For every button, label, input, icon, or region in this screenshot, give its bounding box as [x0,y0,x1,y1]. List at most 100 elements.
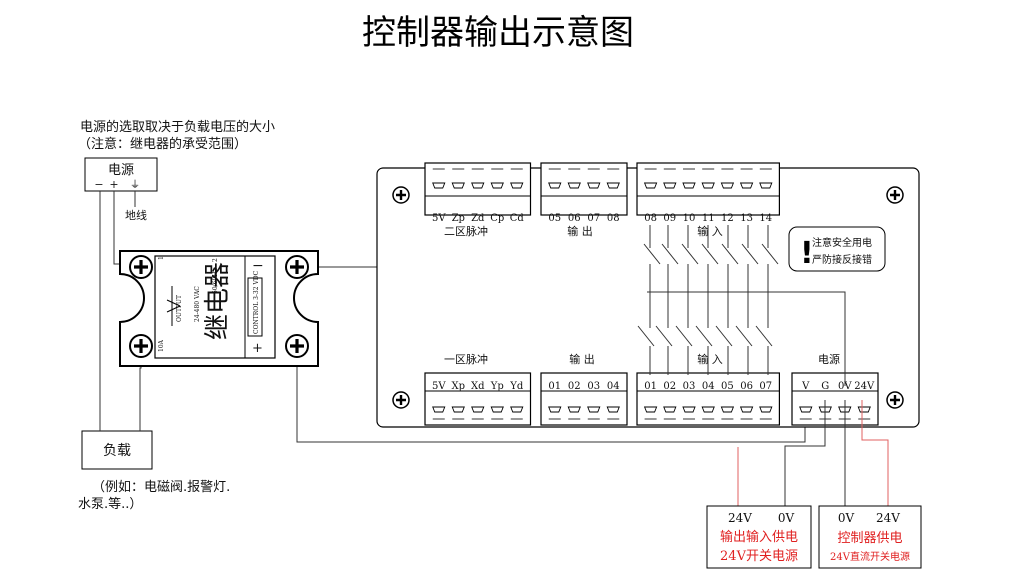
terminal-housing [540,162,628,216]
relay-name: 继电器 [203,262,233,340]
terminal-screw-icon [510,182,524,189]
relay-minus: − [252,258,264,274]
terminal-pin-label: 5V [432,381,446,392]
terminal-screw-icon [720,406,735,413]
terminal-screw-icon [451,406,465,413]
terminal-group-label: 电源 [818,352,840,366]
terminal-block-top_group1: 5V Zp Zd Cp Cd 二区脉冲 [424,162,532,238]
page-title: 控制器输出示意图 [362,13,634,53]
warning-line1: 注意安全用电 [812,236,872,249]
terminal-pin-label: Zd [471,213,485,224]
terminal-screw-icon [720,182,735,189]
terminal-screw-icon [739,406,754,413]
terminal-pin-label: 5V [432,213,446,224]
relay-plus: + [252,341,263,356]
terminal-screw-icon [567,406,581,413]
terminal-pin-label: Cp [490,213,504,224]
terminal-pin-label: G [821,381,829,392]
mount-screw-icon [391,390,411,410]
terminal-screw-icon [432,406,446,413]
terminal-screw-icon [663,182,677,189]
terminal-group-label: 二区脉冲 [444,224,488,238]
terminal-pin-label: 04 [607,381,620,392]
terminal-housing [791,372,879,426]
terminal-group-label: 输 出 [567,224,593,238]
relay-output-label: OUTPUT [176,295,183,322]
terminal-screw-icon [510,406,524,413]
safety-warning: ! 注意安全用电 严防接反接错 [788,226,886,272]
terminal-screw-icon [451,182,465,189]
terminal-screw-icon [643,406,658,413]
input-switch-network [637,225,846,386]
terminal-pin-label: 08 [644,213,657,224]
terminal-pin-label: Xp [451,381,465,392]
terminal-pin-label: 03 [683,381,696,392]
terminal-group-label: 一区脉冲 [444,352,488,366]
power-note-line2: （注意：继电器的承受范围） [78,136,247,152]
warning-icon: ! [800,236,814,271]
terminal-group-label: 输 入 [697,224,723,238]
terminal-pin-label: 11 [702,213,715,224]
terminal-pin-label: 01 [644,381,657,392]
terminal-pin-label: Xd [471,381,485,392]
terminal-screw-icon [471,406,485,413]
terminal-housing [424,162,532,216]
terminal-pin-label: 05 [548,213,561,224]
relay-pin1: 1 [158,256,165,260]
relay-screw-icon [128,254,154,280]
terminal-pin-label: 10 [683,213,696,224]
terminal-pin-label: 12 [721,213,734,224]
terminal-pin-label: Cd [510,213,525,224]
terminal-pin-label: 06 [568,213,581,224]
warning-line2: 严防接反接错 [812,253,872,266]
mount-screw-icon [885,185,905,205]
terminal-pin-label: 04 [702,381,715,392]
relay-screw-icon [284,254,310,280]
psu-wiring [737,400,889,506]
terminal-block-bottom_group1: 5V Xp Xd Yp Yd 一区脉冲 [424,352,532,426]
terminal-pin-label: Yd [509,381,524,392]
terminal-group-label: 输 出 [569,352,595,366]
relay-screw-icon [128,333,154,359]
terminal-pin-label: Zp [452,213,465,224]
ctrl-psu-v2: 24V [876,511,900,525]
io-psu-v2: 0V [778,511,795,525]
terminal-pin-label: Yp [490,381,504,392]
terminal-pin-label: 05 [721,381,734,392]
power-plus: + [109,178,118,191]
power-minus: − [94,178,103,191]
ctrl-psu-v1: 0V [838,511,855,525]
power-source-label: 电源 [108,163,134,178]
relay-input-label: CONTROL 3-32 VDC [253,270,260,334]
terminal-pin-label: 09 [663,213,676,224]
load-note-line1: （例如：电磁阀.报警灯. [92,479,230,495]
relay-rating: 24-480 VAC [194,286,201,322]
terminal-pin-label: 01 [548,381,561,392]
ctrl-psu-line2: 24V直流开关电源 [830,550,910,563]
terminal-pin-label: 07 [759,381,772,392]
relay-pin2: 2 [212,258,219,262]
terminal-screw-icon [606,182,620,189]
terminal-screw-icon [432,182,446,189]
terminal-screw-icon [701,406,715,413]
io-psu-v1: 24V [728,511,752,525]
terminal-housing [636,162,780,216]
terminal-pin-label: 08 [607,213,620,224]
terminal-pin-label: 03 [587,381,600,392]
terminal-pin-label: 13 [740,213,753,224]
terminal-pin-label: 24V [854,381,875,392]
power-note-line1: 电源的选取取决于负载电压的大小 [80,119,275,135]
controller-power-supply: 0V 24V 控制器供电 24V直流开关电源 [818,505,922,569]
relay-screw-icon [284,333,310,359]
terminal-screw-icon [606,406,620,413]
terminal-screw-icon [682,182,696,189]
terminal-screw-icon [567,182,581,189]
relay-freq: 50/60Hz [212,268,219,294]
terminal-screw-icon [739,182,754,189]
load-box: 负载 [81,430,153,470]
